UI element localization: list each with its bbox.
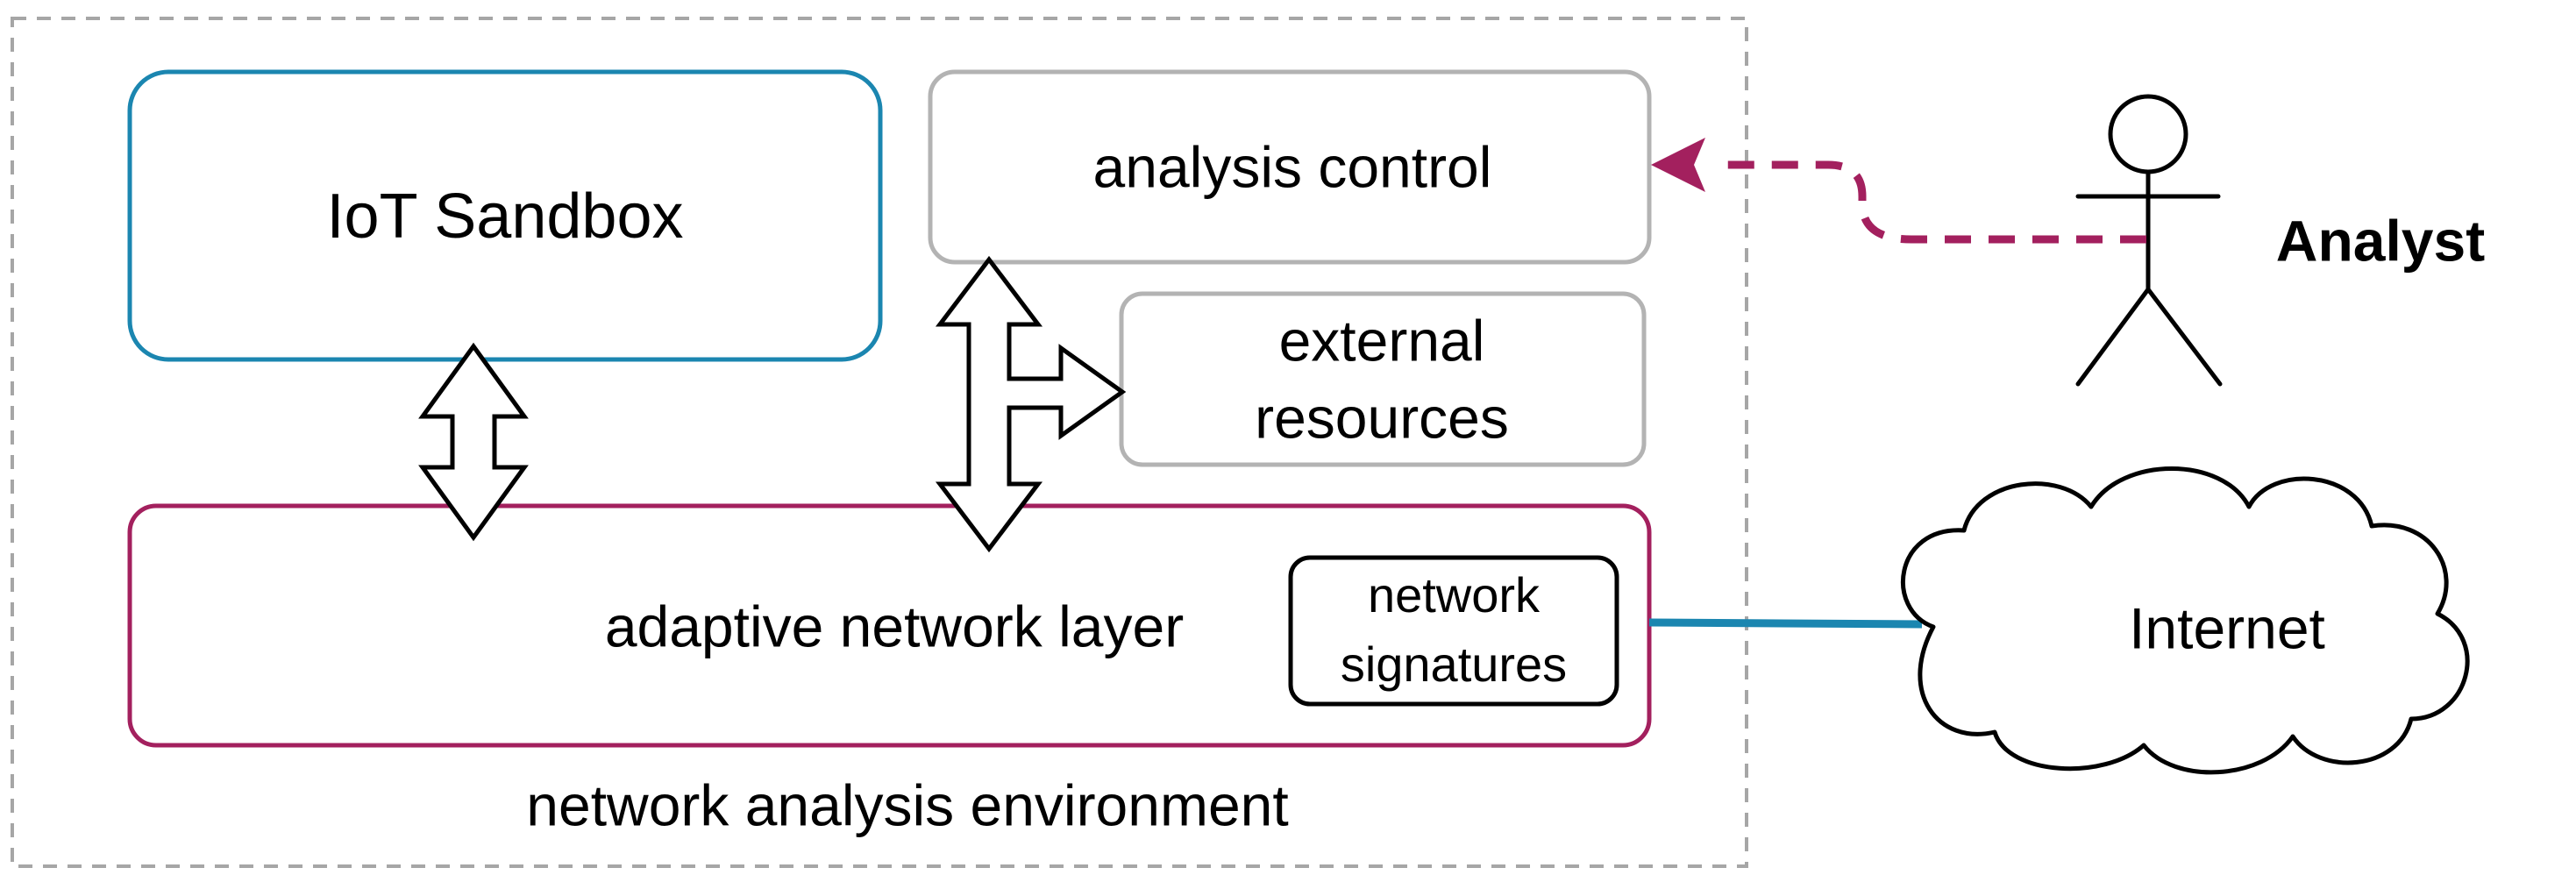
analysis-control-label: analysis control bbox=[1093, 134, 1492, 199]
internet-cloud-icon bbox=[1901, 466, 2470, 775]
control-network-resources-t-arrow bbox=[935, 255, 1127, 553]
external-resources-label: external bbox=[1279, 308, 1485, 373]
adaptive-network-layer-label: adaptive network layer bbox=[605, 594, 1184, 658]
network-analysis-environment-label: network analysis environment bbox=[526, 772, 1288, 837]
iot-sandbox-box bbox=[127, 69, 883, 362]
analyst-control-dashed-link bbox=[1727, 160, 2146, 244]
analyst-figure-icon bbox=[2075, 94, 2223, 387]
analysis-control-box bbox=[928, 69, 1652, 265]
network-internet-link bbox=[1648, 618, 1923, 629]
internet-label: Internet bbox=[2129, 595, 2325, 660]
network-signatures-label: network bbox=[1368, 567, 1541, 622]
external-resources-box bbox=[1119, 291, 1647, 467]
network-signatures-box bbox=[1288, 555, 1619, 707]
iot-sandbox-label: IoT Sandbox bbox=[327, 181, 684, 252]
network-analysis-environment-box bbox=[11, 17, 1748, 868]
sandbox-network-double-arrow bbox=[418, 342, 529, 542]
analyst-label: Analyst bbox=[2276, 208, 2485, 273]
network-signatures-label-line2: signatures bbox=[1341, 637, 1567, 692]
external-resources-label-line2: resources bbox=[1255, 385, 1509, 450]
analyst-control-arrowhead bbox=[1651, 138, 1705, 192]
